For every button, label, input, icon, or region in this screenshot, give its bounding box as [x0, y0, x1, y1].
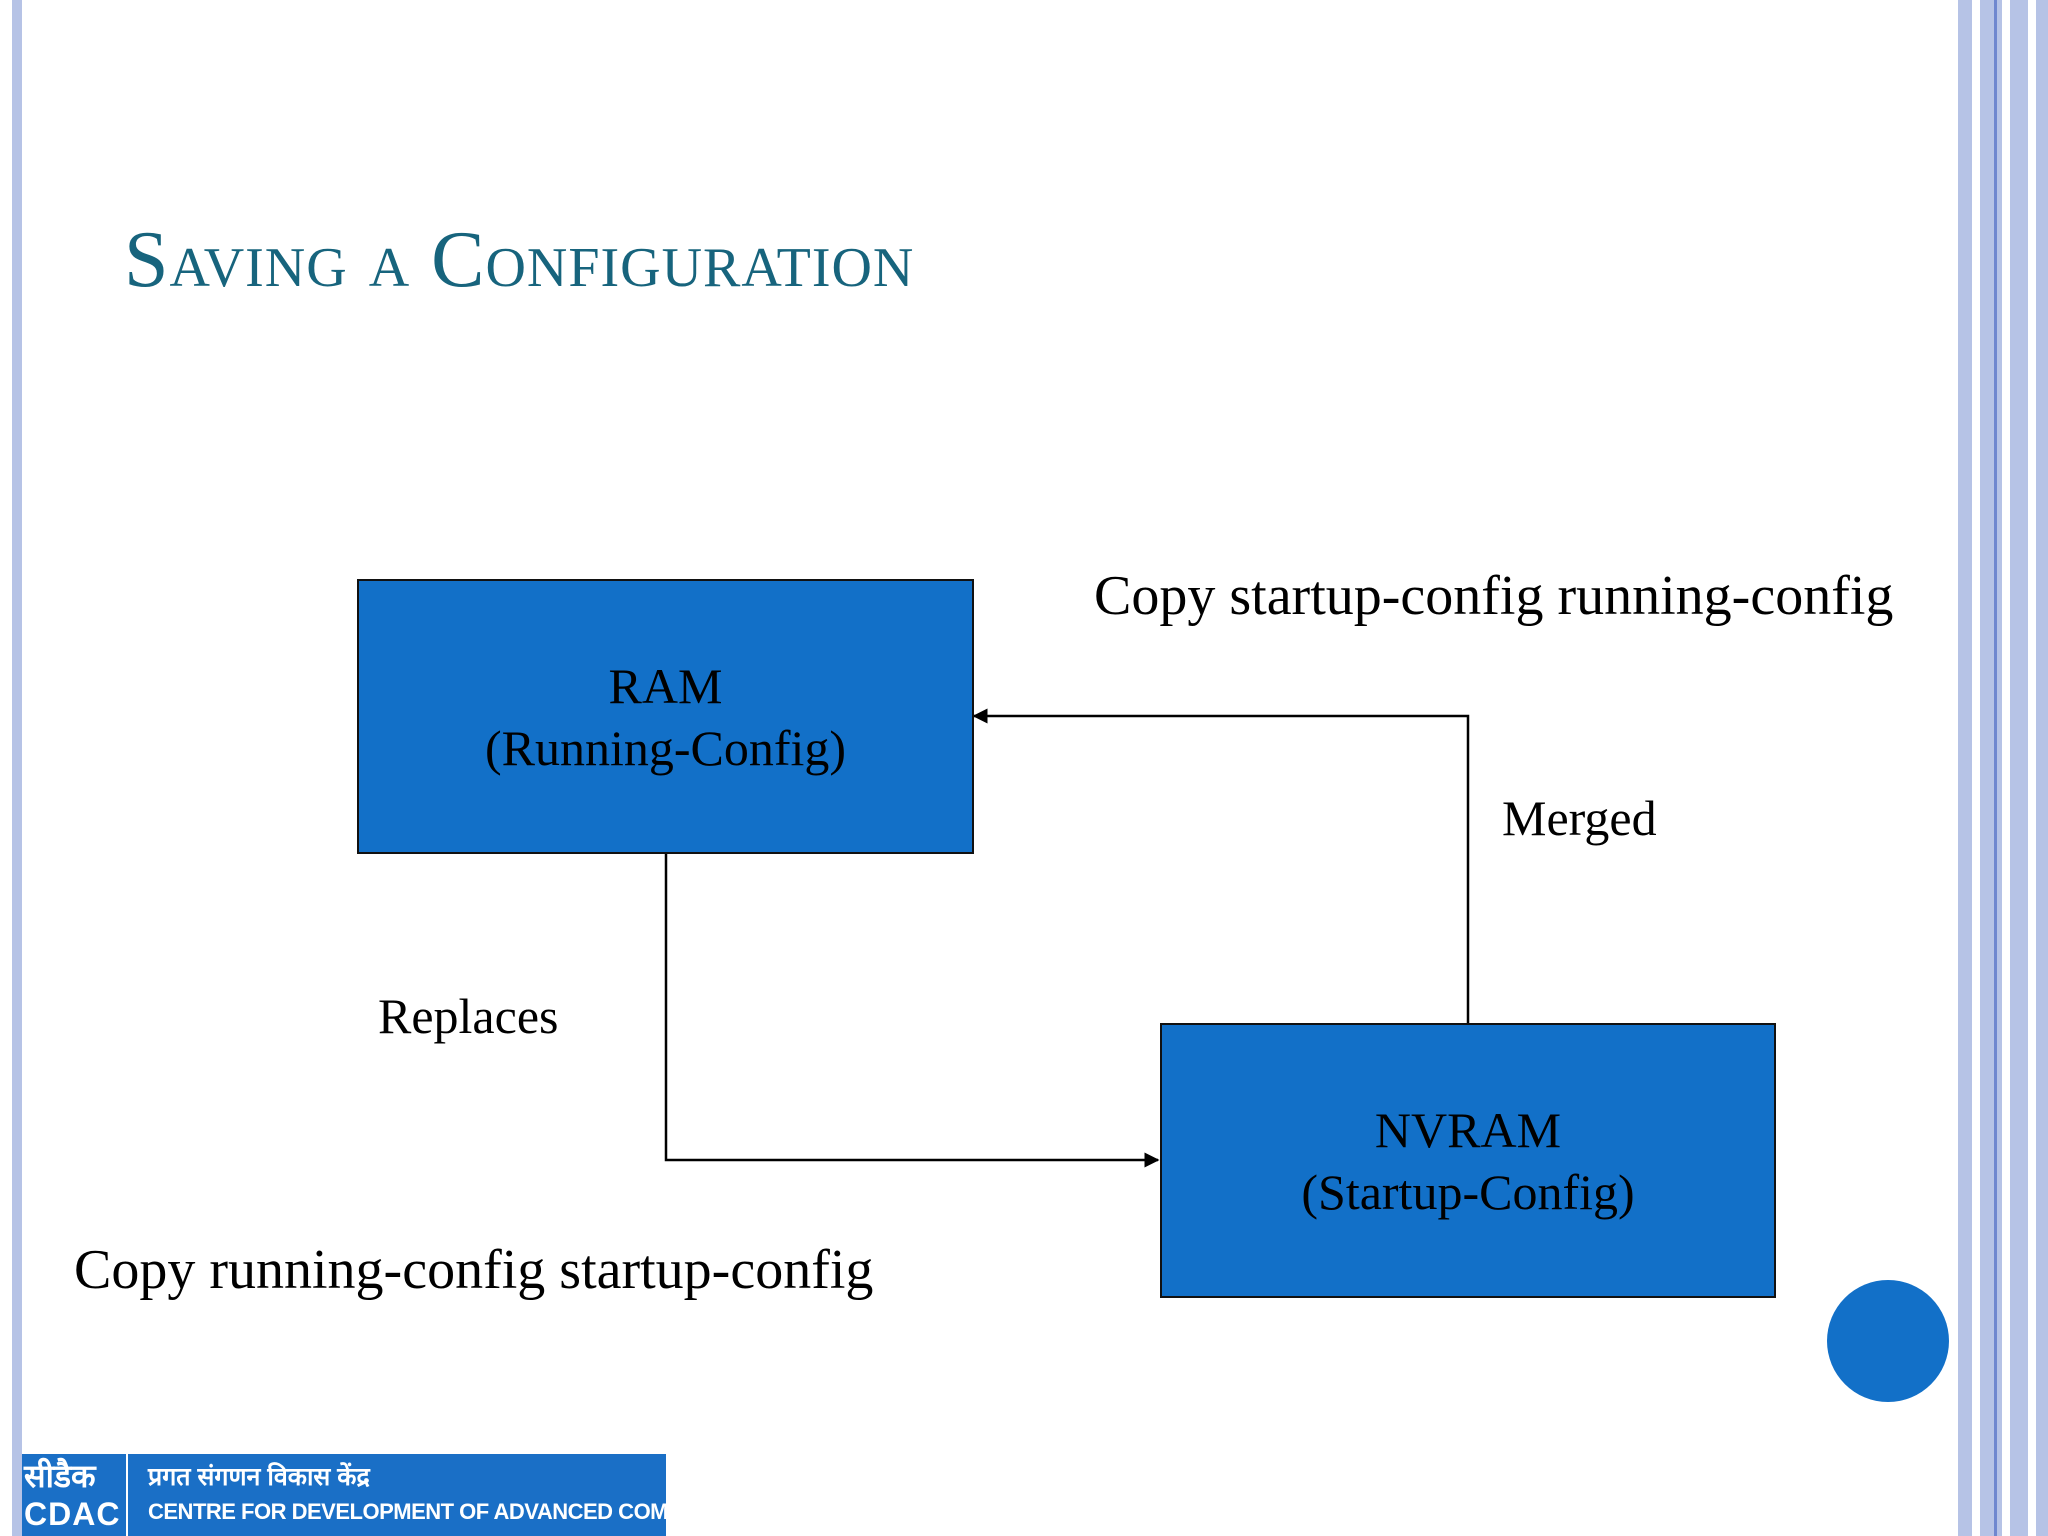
nvram-box-title: NVRAM [1374, 1101, 1562, 1158]
replaces-arrow [664, 854, 1160, 1168]
right-border-stripe-accent [1994, 0, 1997, 1536]
command-top-label: Copy startup-config running-config [1094, 565, 1894, 627]
ram-box: RAM (Running-Config) [357, 579, 974, 854]
right-border-stripe-outer [1958, 0, 1972, 1536]
slide-title: Saving a Configuration [124, 216, 915, 304]
left-border-stripe [12, 0, 22, 1536]
merged-label: Merged [1502, 790, 1657, 846]
cdac-logo: सीडैक CDAC प्रगत संगणन विकास केंद्र CENT… [22, 1454, 749, 1536]
logo-short-name: CDAC [24, 1496, 121, 1532]
ram-box-title: RAM [608, 657, 723, 714]
nvram-box: NVRAM (Startup-Config) [1160, 1023, 1776, 1298]
right-border-stripe-inner [2010, 0, 2028, 1536]
logo-hindi-name: प्रगत संगणन विकास केंद्र [148, 1463, 370, 1491]
ram-box-subtitle: (Running-Config) [484, 719, 847, 776]
cdac-logo-mark: सीडैक CDAC [22, 1454, 128, 1536]
right-border-stripe-edge [2036, 0, 2048, 1536]
decorative-circle [1827, 1280, 1949, 1402]
replaces-label: Replaces [378, 988, 559, 1044]
merged-arrow [972, 708, 1470, 1024]
nvram-box-subtitle: (Startup-Config) [1301, 1163, 1635, 1220]
logo-english-name: CENTRE FOR DEVELOPMENT OF ADVANCED COMPU… [148, 1499, 749, 1524]
logo-hindi-short: सीडैक [24, 1458, 96, 1494]
command-bottom-label: Copy running-config startup-config [74, 1239, 874, 1301]
